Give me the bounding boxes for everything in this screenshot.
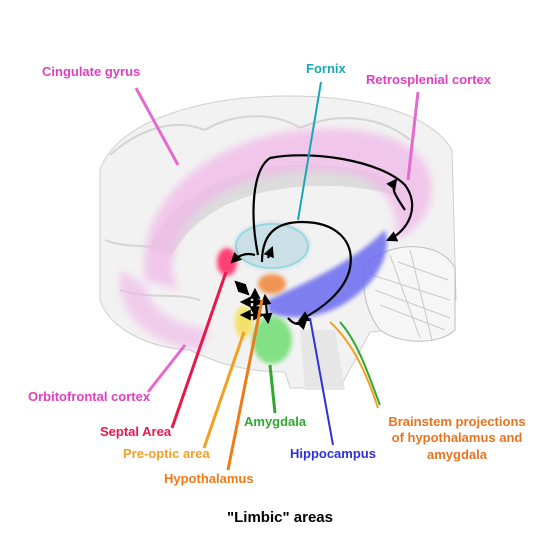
septal-area-label: Septal Area xyxy=(100,424,172,439)
retrosplenial-cortex-label: Retrosplenial cortex xyxy=(366,72,492,87)
hippocampus-region xyxy=(268,230,387,318)
cingulate-gyrus-label: Cingulate gyrus xyxy=(42,64,140,79)
hypothalamus-region xyxy=(258,274,286,294)
brainstem-label-line2: of hypothalamus and xyxy=(392,430,523,445)
hippocampus-label: Hippocampus xyxy=(290,446,376,461)
papez-circuit-arrows xyxy=(230,154,414,331)
brainstem-projections-label: Brainstem projections of hypothalamus an… xyxy=(388,414,525,462)
orbitofrontal-cortex-label: Orbitofrontal cortex xyxy=(28,389,151,404)
septal-area-region xyxy=(217,248,237,276)
amygdala-label: Amygdala xyxy=(244,414,307,429)
brainstem-label-line1: Brainstem projections xyxy=(388,414,525,429)
fornix-region xyxy=(234,222,310,270)
preoptic-area-label: Pre-optic area xyxy=(123,446,210,461)
cingulate-gyrus-region xyxy=(119,128,432,350)
brainstem-label-line3: amygdala xyxy=(427,447,488,462)
fornix-label: Fornix xyxy=(306,61,346,76)
cerebellum xyxy=(362,246,456,342)
amygdala-region xyxy=(252,316,292,364)
leader-lines xyxy=(134,81,420,471)
hypothalamus-label: Hypothalamus xyxy=(164,471,254,486)
figure-caption: "Limbic" areas xyxy=(227,509,333,526)
